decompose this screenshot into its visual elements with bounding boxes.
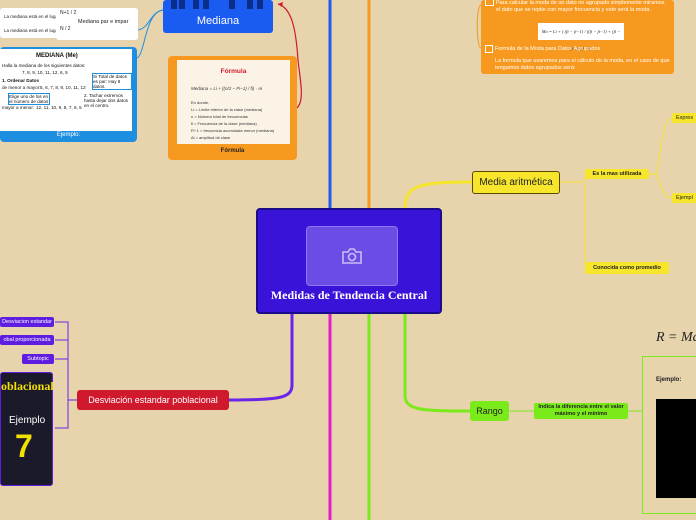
rango-ejemplo-image [656, 399, 696, 498]
mediana-label: Mediana [196, 15, 240, 27]
desviacion-ejemplo-card[interactable]: oblacional Ejemplo 7 [0, 372, 54, 486]
formula-caption: Fórmula [220, 148, 245, 154]
moda-formula-image: Mo = Li + ( (fi − fi−1) / ((fi − fi−1) +… [538, 23, 624, 51]
formula-image: Fórmula Mediana = Li + ((n/2 − Fi−1) / f… [177, 60, 290, 144]
moda-item-2: Formula de la Moda para Datos Agrupados [495, 46, 601, 52]
desviacion-sub-2[interactable]: obal proporcionada [0, 335, 54, 345]
rango-formula: R = Ma [656, 330, 696, 345]
rango-ejemplo-label: Ejemplo: [656, 377, 682, 383]
media-sub-promedio[interactable]: Conocida como promedio [585, 262, 669, 274]
ejemplo-image: MEDIANA (Me) Halla la mediana de los sig… [0, 49, 132, 131]
rango-ejemplo-frame[interactable] [642, 356, 696, 514]
desviacion-estandar-node[interactable]: Desviación estandar poblacional [77, 390, 229, 410]
mediana-node[interactable]: Mediana [163, 0, 273, 33]
checkbox-icon[interactable] [485, 0, 494, 6]
media-leaf-expresion[interactable]: Expres [672, 113, 696, 123]
rango-node[interactable]: Rango [470, 401, 509, 421]
media-aritmetica-node[interactable]: Media aritmética [472, 171, 560, 194]
media-sub-utilizada[interactable]: Es la mas utilizada [585, 169, 649, 179]
desviacion-sub-3[interactable]: Subtopic [22, 354, 54, 364]
formula-expr-box[interactable]: N+1 / 2 N / 2 Mediana par e impar [56, 8, 138, 40]
formula-side-label: Mediana par e impar [78, 19, 129, 25]
checkbox-icon[interactable] [485, 45, 493, 53]
ejemplo-caption: Ejemplo: [56, 132, 81, 138]
central-topic[interactable]: Medidas de Tendencia Central [256, 208, 442, 314]
desviacion-sub-1[interactable]: Desviacion estandar [0, 317, 54, 327]
camera-icon[interactable] [306, 226, 398, 286]
moda-card[interactable]: Para calcular la moda de un dato no agru… [481, 0, 674, 74]
media-leaf-ejemplo[interactable]: Ejempl [672, 193, 696, 203]
formula-mediana-card[interactable]: Fórmula Mediana = Li + ((n/2 − Fi−1) / f… [168, 56, 297, 160]
ejemplo-mediana-card[interactable]: MEDIANA (Me) Halla la mediana de los sig… [0, 47, 137, 142]
moda-text-1: Para calcular la moda de un dato no agru… [496, 0, 665, 13]
central-topic-title: Medidas de Tendencia Central [270, 288, 428, 302]
rango-descripcion[interactable]: Indica la diferencia entre el valor máxi… [534, 403, 628, 419]
moda-text-2: La formula que usaremos para el cálculo … [495, 58, 670, 71]
